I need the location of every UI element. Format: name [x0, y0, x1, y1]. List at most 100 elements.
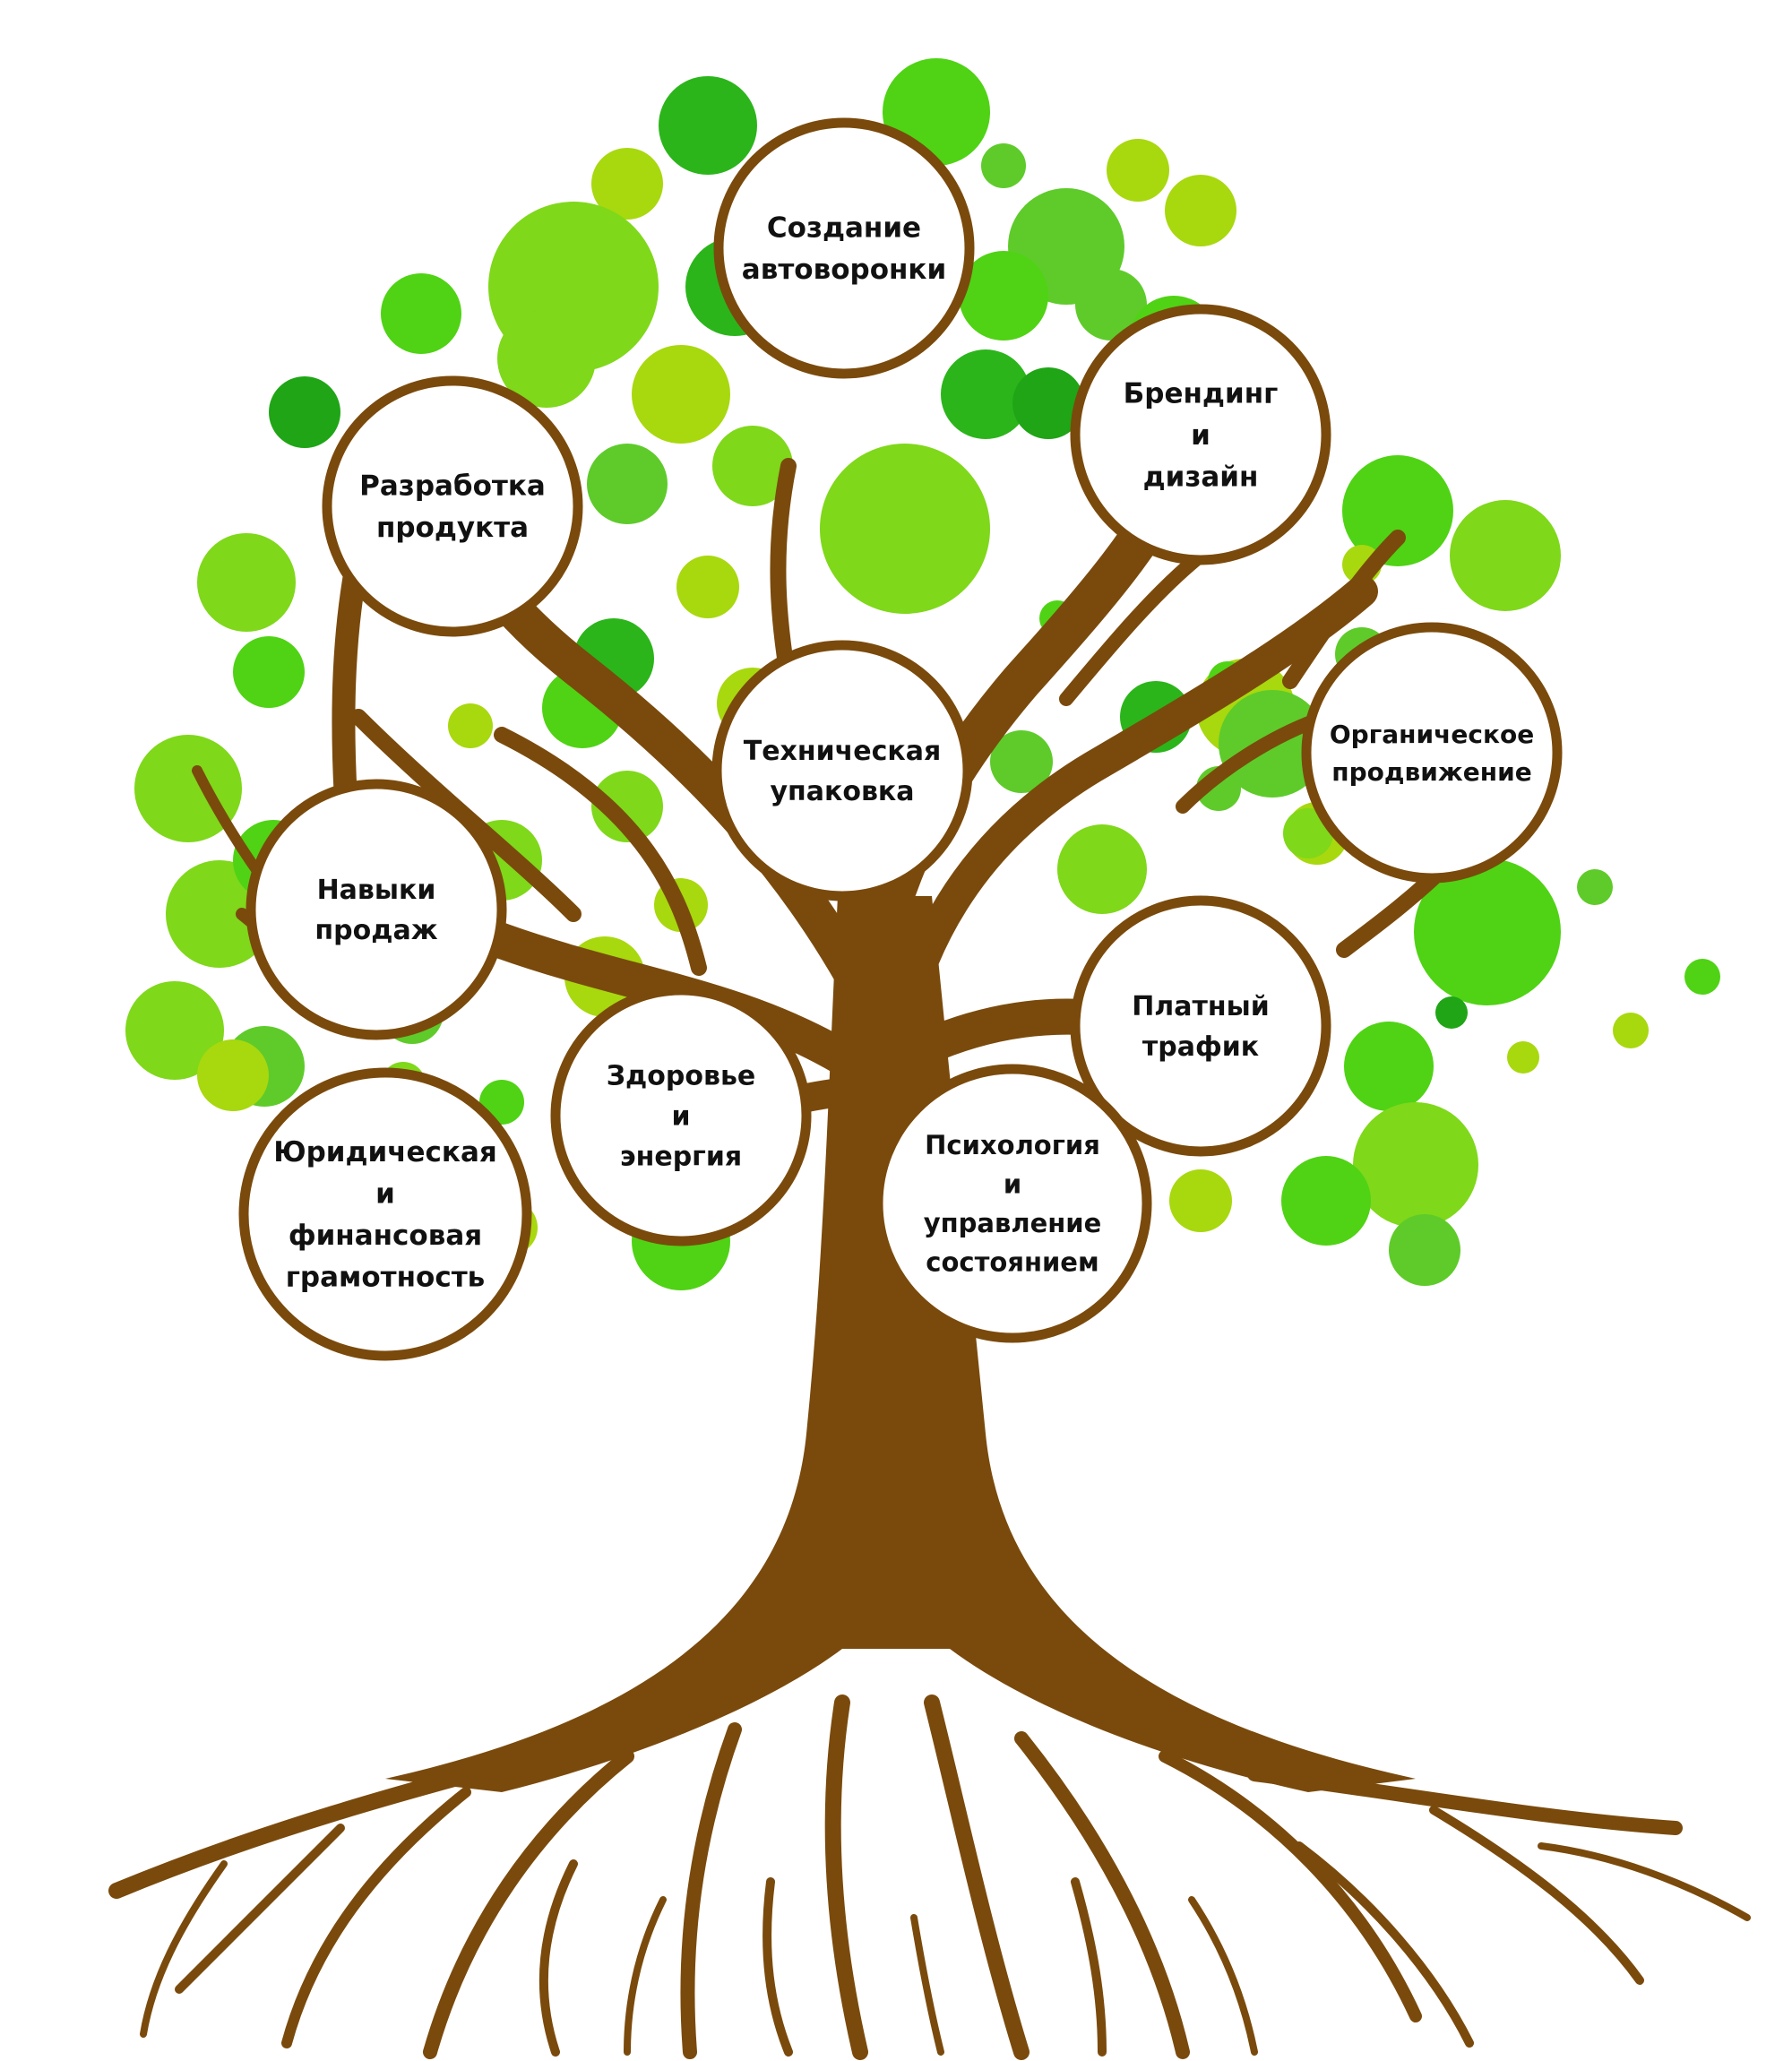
root: [1429, 1806, 1644, 1985]
root: [1014, 1731, 1190, 2059]
topic-node-platnyy-trafik: Платный трафик: [1070, 895, 1331, 1157]
root: [762, 1877, 793, 2057]
leaf-circle: [659, 76, 757, 175]
branch: [1059, 548, 1208, 706]
root: [538, 1859, 578, 2057]
topic-node-label: Органическое: [1330, 720, 1534, 749]
topic-node-sozdanie-avtovoronki: Создание автоворонки: [713, 117, 975, 379]
topic-node-label: продаж: [314, 915, 437, 946]
leaf-circle: [1342, 455, 1453, 566]
leaf-circle: [1165, 175, 1236, 246]
topic-node-circle: [1070, 895, 1331, 1157]
leaf-circle: [1281, 1156, 1371, 1246]
leaf-circle: [1344, 1022, 1434, 1111]
topic-node-label: Платный: [1132, 991, 1270, 1022]
root: [624, 1896, 667, 2056]
topic-node-label: Здоровье: [607, 1061, 756, 1092]
leaf-circle: [1107, 139, 1169, 202]
root: [140, 1860, 228, 2038]
root: [910, 1914, 944, 2056]
root: [924, 1695, 1030, 2060]
leaf-circle: [981, 143, 1026, 188]
topic-node-circle: [322, 375, 583, 637]
leaf-circle: [197, 1039, 269, 1111]
leaf-circle: [1414, 858, 1561, 1005]
topic-node-label: финансовая: [289, 1220, 482, 1252]
topic-node-label: энергия: [620, 1142, 742, 1173]
topic-node-circle: [550, 985, 812, 1246]
topic-node-label: грамотность: [286, 1262, 486, 1294]
leaf-circle: [591, 148, 663, 220]
leaf-circle: [712, 426, 793, 506]
leaf-circle: [125, 981, 224, 1080]
topic-node-label: Техническая: [744, 736, 942, 767]
topic-node-label: дизайн: [1143, 461, 1259, 493]
leaf-circle: [1577, 869, 1613, 905]
topic-node-yuridicheskaya-gramotnost: Юридическая и финансовая грамотность: [238, 1067, 532, 1361]
topic-node-label: упаковка: [770, 776, 914, 807]
topic-node-label: автоворонки: [742, 254, 946, 286]
topic-node-circle: [711, 640, 973, 901]
leaf-circle: [497, 309, 596, 408]
topic-node-circle: [1301, 622, 1563, 884]
topic-node-tekhnicheskaya-upakovka: Техническая упаковка: [711, 640, 973, 901]
tree-foliage: [125, 58, 1720, 1290]
branch: [770, 458, 797, 689]
topic-node-label: продвижение: [1331, 757, 1531, 787]
root: [1538, 1842, 1751, 1921]
leaf-circle: [1353, 1102, 1478, 1228]
topic-node-circle: [238, 1067, 532, 1361]
leaf-circle: [676, 556, 739, 618]
leaf-circle: [1169, 1169, 1232, 1232]
topic-node-label: трафик: [1142, 1031, 1259, 1063]
leaf-circle: [1435, 996, 1468, 1029]
root: [108, 1748, 546, 1899]
leaf-circle: [1507, 1041, 1539, 1074]
leaf-circle: [134, 735, 242, 842]
leaf-circle: [448, 703, 493, 748]
leaf-circle: [1450, 500, 1561, 611]
branch: [1282, 530, 1406, 689]
leaf-circle: [632, 345, 730, 444]
topic-node-label: Брендинг: [1124, 377, 1279, 410]
leaf-circle: [591, 771, 663, 842]
topic-node-label: и: [375, 1178, 395, 1211]
leaf-circle: [269, 376, 340, 448]
topic-node-label: Юридическая: [273, 1136, 497, 1168]
topic-node-label: Создание: [767, 212, 921, 245]
leaf-circle: [1012, 367, 1084, 439]
topic-node-label: состоянием: [926, 1246, 1098, 1277]
topic-node-zdorove-i-energiya: Здоровье и энергия: [550, 985, 812, 1246]
topic-node-circle: [246, 779, 507, 1040]
leaf-circle: [820, 444, 990, 614]
topic-node-label: и: [1004, 1168, 1021, 1199]
topic-node-label: Психология: [925, 1130, 1100, 1160]
leaf-circle: [990, 730, 1053, 793]
leaf-circle: [1613, 1013, 1649, 1048]
leaf-circle: [959, 251, 1048, 341]
root: [824, 1695, 868, 2060]
topic-node-label: продукта: [376, 512, 529, 544]
leaf-circle: [381, 273, 461, 354]
topic-nodes: СозданиеавтоворонкиБрендингидизайнРазраб…: [238, 117, 1563, 1361]
leaf-circle: [197, 533, 296, 632]
roots: [108, 1695, 1751, 2060]
leaf-circle: [1075, 269, 1147, 341]
topic-node-label: Разработка: [359, 470, 546, 503]
leaf-circle: [1057, 824, 1147, 914]
root: [1159, 1750, 1422, 2022]
topic-node-razrabotka-produkta: Разработка продукта: [322, 375, 583, 637]
topic-node-label: и: [671, 1101, 690, 1133]
root: [680, 1722, 742, 2059]
topic-node-circle: [713, 117, 975, 379]
topic-node-circle: [1070, 304, 1331, 565]
root: [281, 1787, 471, 2048]
topic-node-circle: [873, 1064, 1152, 1343]
leaf-circle: [941, 349, 1030, 439]
leaf-circle: [1389, 1214, 1460, 1286]
root: [1295, 1841, 1474, 2048]
topic-node-organicheskoe-prodvizhenie: Органическое продвижение: [1301, 622, 1563, 884]
